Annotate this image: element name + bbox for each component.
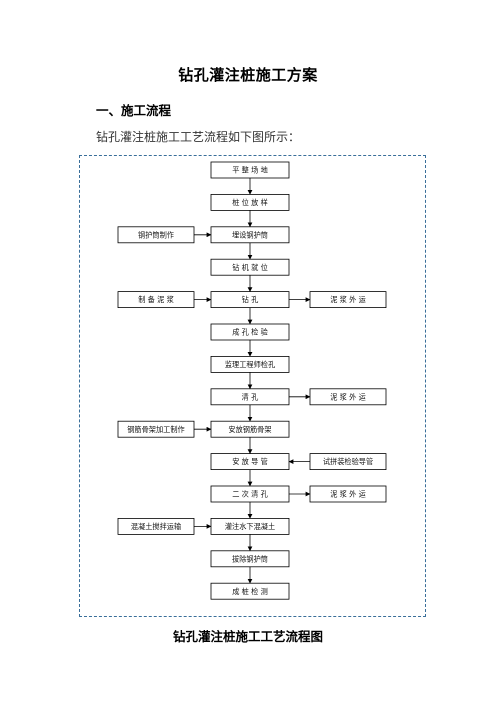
flow-input-4-label: 混凝土搅拌运输 [131, 522, 181, 531]
flow-side-1-label: 泥 浆 外 运 [330, 295, 366, 304]
flow-input-2-label: 制 备 泥 浆 [138, 295, 174, 304]
flow-step-10-frame [210, 453, 290, 471]
flow-input-4: 混凝土搅拌运输 [117, 518, 195, 535]
flow-step-12-frame [210, 518, 290, 535]
flow-step-4-label: 钻 机 就 位 [232, 263, 268, 272]
flow-side-3-frame [309, 453, 387, 471]
flow-side-4-frame [309, 485, 387, 503]
flow-input-1: 钢护筒制作 [117, 226, 195, 244]
flow-side-2: 泥 浆 外 运 [309, 388, 387, 406]
flow-step-1-frame [210, 161, 290, 179]
flow-input-3-frame [117, 420, 195, 438]
flow-step-11-label: 二 次 清 孔 [232, 490, 268, 499]
flow-step-6-frame [210, 323, 290, 341]
flow-step-3-frame [210, 226, 290, 244]
flow-step-12-label: 灌注水下混凝土 [225, 522, 275, 531]
flow-step-8-label: 清 孔 [242, 392, 259, 401]
flow-step-14: 成 桩 检 测 [210, 582, 290, 600]
flow-step-9-frame [210, 420, 290, 438]
flowchart-connectors [194, 178, 311, 584]
flow-side-3: 试拼装检验导管 [309, 453, 387, 471]
flow-step-1-label: 平 整 场 地 [232, 166, 268, 175]
flow-step-3: 埋设钢护筒 [210, 226, 290, 244]
flow-step-14-label: 成 桩 检 测 [232, 587, 268, 596]
flow-side-2-frame [309, 388, 387, 406]
flow-step-6-label: 成 孔 检 验 [232, 328, 268, 337]
flow-side-1-frame [309, 291, 387, 309]
flow-step-2-label: 桩 位 放 样 [232, 198, 268, 207]
flow-step-14-frame [210, 582, 290, 600]
flow-side-1: 泥 浆 外 运 [309, 291, 387, 309]
flow-step-8-frame [210, 388, 290, 406]
flow-step-11-frame [210, 485, 290, 503]
flow-step-7: 监理工程师检孔 [210, 355, 290, 373]
flow-side-4: 泥 浆 外 运 [309, 485, 387, 503]
flow-input-3: 钢筋骨架加工制作 [117, 420, 195, 438]
flow-step-10: 安 放 导 管 [210, 453, 290, 471]
flow-input-2: 制 备 泥 浆 [117, 291, 195, 309]
flow-step-5: 钻 孔 [210, 291, 290, 309]
flow-input-3-label: 钢筋骨架加工制作 [127, 425, 185, 434]
flow-side-4-label: 泥 浆 外 运 [330, 490, 366, 499]
flow-step-9-label: 安放钢筋骨架 [228, 425, 271, 434]
flow-step-7-label: 监理工程师检孔 [225, 360, 275, 369]
flow-input-4-frame [117, 518, 195, 535]
flow-step-5-frame [210, 291, 290, 309]
flow-step-13-frame [210, 550, 290, 568]
document-title: 钻孔灌注桩施工方案 [178, 66, 318, 84]
flow-step-11: 二 次 清 孔 [210, 485, 290, 503]
flow-step-1: 平 整 场 地 [210, 161, 290, 179]
flowchart-frame [79, 155, 426, 617]
flow-step-13-label: 拔除钢护筒 [232, 554, 268, 563]
flow-step-8: 清 孔 [210, 388, 290, 406]
flow-step-2: 桩 位 放 样 [210, 193, 290, 211]
section-heading: 一、施工流程 [96, 103, 172, 118]
flow-input-1-frame [117, 226, 195, 244]
flow-step-5-label: 钻 孔 [242, 295, 259, 304]
intro-paragraph: 钻孔灌注桩施工工艺流程如下图所示： [96, 130, 301, 144]
flow-side-3-label: 试拼装检验导管 [323, 457, 373, 466]
flow-step-13: 拔除钢护筒 [210, 550, 290, 568]
flow-step-12: 灌注水下混凝土 [210, 518, 290, 535]
figure-caption: 钻孔灌注桩施工工艺流程图 [172, 629, 323, 644]
flow-step-9: 安放钢筋骨架 [210, 420, 290, 438]
flow-step-4: 钻 机 就 位 [210, 258, 290, 276]
flow-input-1-label: 钢护筒制作 [138, 230, 174, 239]
flow-step-3-label: 埋设钢护筒 [232, 230, 268, 239]
flow-step-7-frame [210, 355, 290, 373]
flow-side-2-label: 泥 浆 外 运 [330, 392, 366, 401]
flow-step-4-frame [210, 258, 290, 276]
flow-input-2-frame [117, 291, 195, 309]
flow-step-10-label: 安 放 导 管 [232, 457, 268, 466]
flow-step-2-frame [210, 193, 290, 211]
flow-step-6: 成 孔 检 验 [210, 323, 290, 341]
